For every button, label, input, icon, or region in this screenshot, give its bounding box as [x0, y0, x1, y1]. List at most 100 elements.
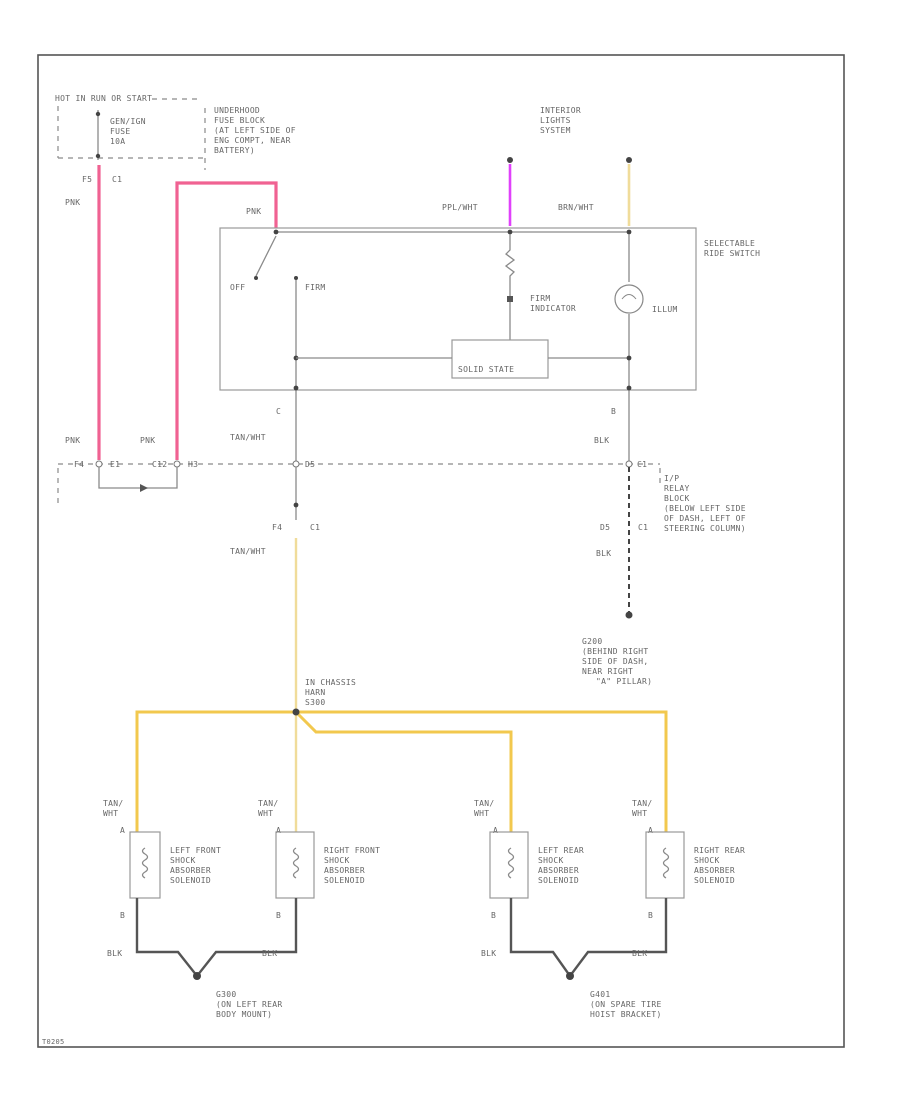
- illum-filament: [621, 294, 637, 300]
- solenoid-coil: [662, 847, 670, 879]
- d5-node: [293, 502, 299, 508]
- solenoid-pin-a: A: [120, 826, 125, 835]
- conn-c1c-label: C1: [638, 523, 648, 532]
- switch-pin-c-node: [293, 385, 299, 391]
- fuse-terminal-top: [95, 111, 101, 117]
- ride-switch-box: [219, 227, 697, 391]
- pin-d5-b-label: D5: [600, 523, 610, 532]
- blk-lr-label: BLK: [481, 949, 496, 958]
- pink-wire-switch: [175, 181, 278, 460]
- firm-indicator-resistor: [504, 234, 516, 300]
- ground-wire-g401: [509, 898, 668, 979]
- solenoid-pin-b: B: [276, 911, 281, 920]
- pin-f4-b-label: F4: [272, 523, 282, 532]
- splice-s300: [292, 708, 300, 716]
- g401-ground: [566, 972, 574, 980]
- relay-jumper: [98, 467, 178, 489]
- solenoid-pin-b: B: [648, 911, 653, 920]
- illum-lamp: [614, 284, 644, 314]
- firm-indicator-led: [507, 296, 513, 302]
- solenoid-pin-a: A: [493, 826, 498, 835]
- solenoid-body: [129, 831, 161, 899]
- g200-ground: [625, 611, 633, 619]
- relay-conn-c1: [625, 460, 633, 468]
- switch-blade: [255, 235, 277, 277]
- relay-conn-c12: [173, 460, 181, 468]
- illum-node: [626, 355, 632, 361]
- switch-pin-b-node: [626, 385, 632, 391]
- relay-jumper-arrow: [140, 484, 148, 492]
- solenoid-wire-label: TAN/WHT: [632, 799, 652, 818]
- switch-firm-label: FIRM: [305, 283, 325, 292]
- switch-firm-contact: [294, 276, 298, 280]
- wire-tan-wht-mid-label: TAN/WHT: [230, 547, 266, 556]
- diagram-code: T0205: [42, 1038, 65, 1046]
- lights-terminal-left: [507, 157, 513, 163]
- ground-wire-g300: [135, 898, 298, 978]
- solenoid-pin-b: B: [491, 911, 496, 920]
- blk-rr-label: BLK: [632, 949, 647, 958]
- solenoid-coil: [292, 847, 300, 879]
- wire-pnk-switch-label: PNK: [246, 207, 261, 216]
- pin-e1-label: E1: [110, 460, 120, 469]
- wire-tan-wht-top-label: TAN/WHT: [230, 433, 266, 442]
- pin-d5-label: D5: [305, 460, 315, 469]
- switch-node-a: [273, 229, 279, 235]
- wire-ppl-wht-label: PPL/WHT: [442, 203, 478, 212]
- illum-label: ILLUM: [652, 305, 678, 314]
- wire-brn-wht-label: BRN/WHT: [558, 203, 594, 212]
- solid-state-label: SOLID STATE: [458, 365, 514, 374]
- pin-c1-label: C1: [637, 460, 647, 469]
- conn-c1-top: C1: [112, 175, 122, 184]
- solid-state-box: [451, 339, 549, 379]
- pin-f4-label: F4: [74, 460, 84, 469]
- yellow-wire-left-rear: [294, 710, 513, 832]
- blk-lf-label: BLK: [107, 949, 122, 958]
- solenoid-pin-a: A: [648, 826, 653, 835]
- switch-blade-pivot: [254, 276, 258, 280]
- solenoid-wire-label: TAN/WHT: [103, 799, 123, 818]
- solenoid-coil: [141, 847, 149, 879]
- hot-in-run-label: HOT IN RUN OR START: [55, 94, 152, 103]
- fuse-terminal-bottom: [95, 153, 101, 159]
- solenoid-wire-label: TAN/WHT: [258, 799, 278, 818]
- solenoid-pin-b: B: [120, 911, 125, 920]
- diagram-frame: [37, 54, 845, 1048]
- switch-pin-b-label: B: [611, 407, 616, 416]
- switch-node-c: [626, 229, 632, 235]
- g300-ground: [193, 972, 201, 980]
- relay-conn-f4: [95, 460, 103, 468]
- switch-pin-c-label: C: [276, 407, 281, 416]
- blk-rf-label: BLK: [262, 949, 277, 958]
- solenoid-wire-label: TAN/WHT: [474, 799, 494, 818]
- switch-node-b: [507, 229, 513, 235]
- switch-off-label: OFF: [230, 283, 245, 292]
- yellow-wire-right-rear: [296, 710, 668, 832]
- solenoid-body: [489, 831, 529, 899]
- wire-pnk-left-label: PNK: [65, 198, 80, 207]
- yellow-wire-left: [135, 710, 296, 832]
- wire-blk-top-label: BLK: [594, 436, 609, 445]
- pin-h3-label: H3: [188, 460, 198, 469]
- wire-blk-mid-label: BLK: [596, 549, 611, 558]
- relay-conn-d5: [292, 460, 300, 468]
- pin-f5-top: F5: [82, 175, 92, 184]
- lights-terminal-right: [626, 157, 632, 163]
